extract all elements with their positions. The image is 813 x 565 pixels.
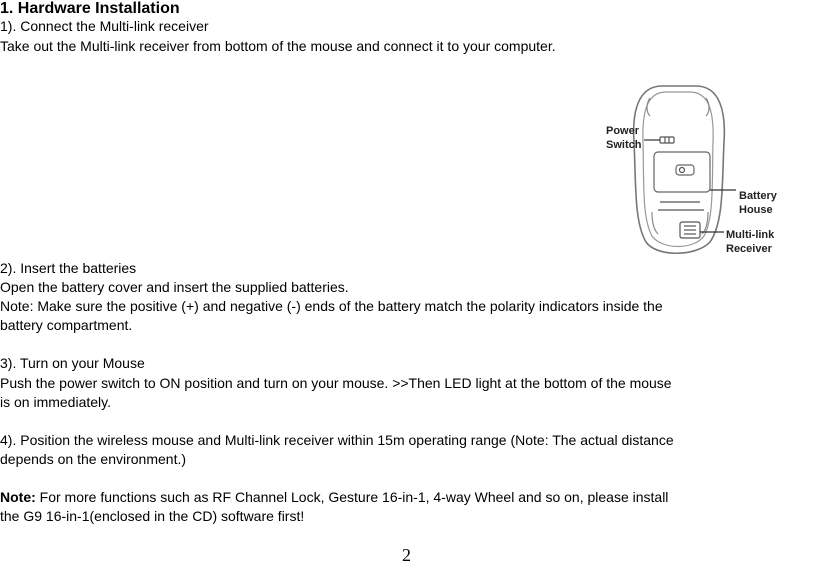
- step2-heading: 2). Insert the batteries: [0, 260, 137, 276]
- final-note-line2: the G9 16-in-1(enclosed in the CD) softw…: [0, 508, 305, 524]
- step3-line1: Push the power switch to ON position and…: [0, 375, 672, 391]
- final-note-line1: Note: For more functions such as RF Chan…: [0, 489, 668, 506]
- label-battery: Battery: [739, 190, 778, 202]
- label-receiver: Receiver: [726, 243, 773, 255]
- step1-text: Take out the Multi-link receiver from bo…: [0, 38, 556, 54]
- step2-note-line2: battery compartment.: [0, 317, 133, 333]
- mouse-bottom-illustration: Power Switch Battery House Multi-link Re…: [606, 85, 778, 255]
- step3-line2: is on immediately.: [0, 394, 112, 410]
- label-house: House: [739, 204, 773, 216]
- label-multilink: Multi-link: [726, 229, 775, 241]
- final-note-label: Note:: [0, 489, 36, 505]
- label-switch: Switch: [606, 139, 642, 151]
- page-number: 2: [402, 545, 411, 565]
- step1-heading: 1). Connect the Multi-link receiver: [0, 18, 209, 34]
- step2-text: Open the battery cover and insert the su…: [0, 279, 349, 295]
- section-title: 1. Hardware Installation: [0, 0, 180, 17]
- step3-heading: 3). Turn on your Mouse: [0, 355, 145, 371]
- label-power: Power: [606, 125, 640, 137]
- final-note-text: For more functions such as RF Channel Lo…: [35, 489, 669, 505]
- step4-line1: 4). Position the wireless mouse and Mult…: [0, 432, 674, 448]
- step2-note-line1: Note: Make sure the positive (+) and neg…: [0, 298, 663, 314]
- step4-line2: depends on the environment.): [0, 451, 187, 467]
